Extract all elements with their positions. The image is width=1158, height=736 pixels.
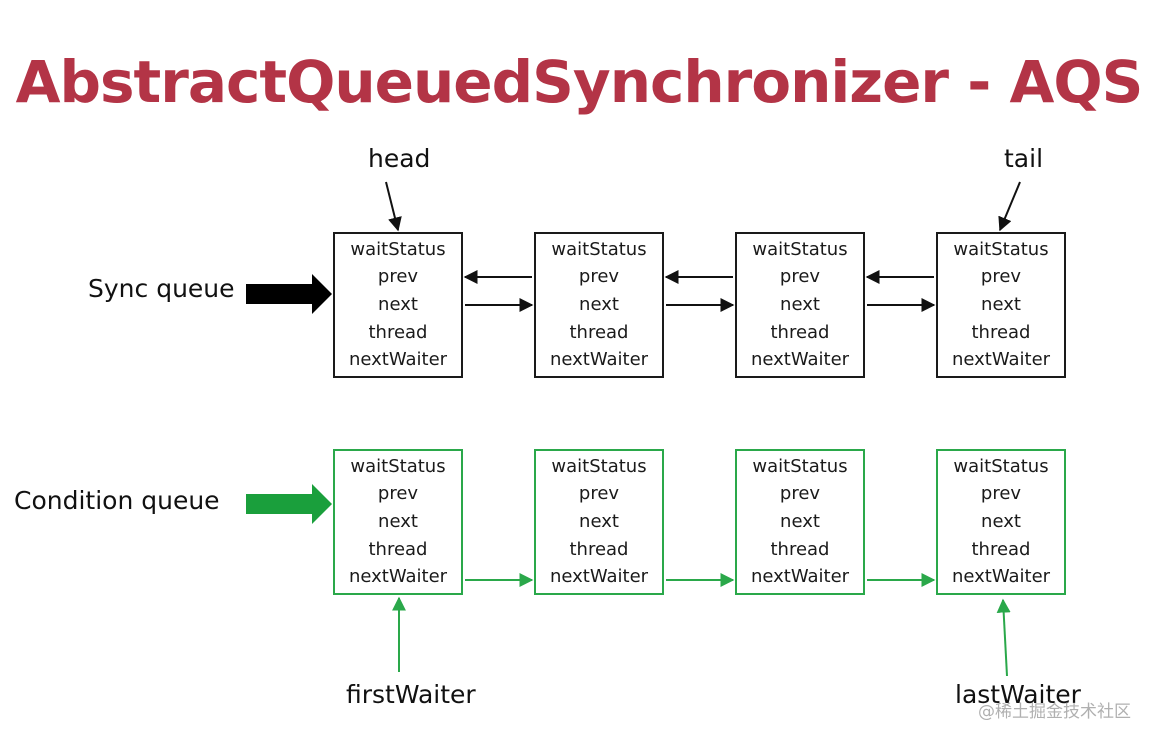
field-nextwaiter: nextWaiter [348, 349, 448, 371]
condition-node-3: waitStatus prev next thread nextWaiter [735, 449, 865, 595]
field-thread: thread [569, 321, 629, 343]
field-waitstatus: waitStatus [953, 455, 1049, 477]
field-prev: prev [779, 483, 821, 505]
field-thread: thread [368, 538, 428, 560]
field-nextwaiter: nextWaiter [951, 566, 1051, 588]
last-waiter-label: lastWaiter [955, 680, 1081, 709]
field-nextwaiter: nextWaiter [750, 566, 850, 588]
head-label: head [368, 144, 431, 173]
field-next: next [579, 510, 619, 532]
field-next: next [780, 293, 820, 315]
field-prev: prev [377, 266, 419, 288]
head-pointer-arrow [385, 181, 402, 232]
field-thread: thread [770, 538, 830, 560]
page-title: AbstractQueuedSynchronizer - AQS [15, 48, 1144, 116]
field-waitstatus: waitStatus [551, 238, 647, 260]
field-next: next [981, 510, 1021, 532]
watermark: @稀土掘金技术社区 [978, 702, 1131, 722]
condition-node-2: waitStatus prev next thread nextWaiter [534, 449, 664, 595]
field-nextwaiter: nextWaiter [549, 349, 649, 371]
field-waitstatus: waitStatus [350, 455, 446, 477]
condition-queue-label: Condition queue [14, 486, 220, 515]
field-nextwaiter: nextWaiter [549, 566, 649, 588]
field-waitstatus: waitStatus [953, 238, 1049, 260]
tail-pointer-arrow [998, 181, 1021, 232]
field-next: next [780, 510, 820, 532]
condition-node-1: waitStatus prev next thread nextWaiter [333, 449, 463, 595]
condition-queue-arrow [246, 484, 332, 524]
field-thread: thread [971, 321, 1031, 343]
sync-queue-arrow [246, 274, 332, 314]
field-prev: prev [578, 483, 620, 505]
field-prev: prev [578, 266, 620, 288]
field-nextwaiter: nextWaiter [750, 349, 850, 371]
sync-node-1: waitStatus prev next thread nextWaiter [333, 232, 463, 378]
field-waitstatus: waitStatus [350, 238, 446, 260]
sync-node-2: waitStatus prev next thread nextWaiter [534, 232, 664, 378]
field-nextwaiter: nextWaiter [348, 566, 448, 588]
field-waitstatus: waitStatus [752, 238, 848, 260]
field-waitstatus: waitStatus [752, 455, 848, 477]
condition-node-4: waitStatus prev next thread nextWaiter [936, 449, 1066, 595]
field-next: next [378, 510, 418, 532]
field-prev: prev [377, 483, 419, 505]
tail-label: tail [1004, 144, 1044, 173]
field-prev: prev [980, 483, 1022, 505]
sync-node-4: waitStatus prev next thread nextWaiter [936, 232, 1066, 378]
last-waiter-pointer-arrow [996, 598, 1011, 677]
field-prev: prev [779, 266, 821, 288]
field-thread: thread [971, 538, 1031, 560]
first-waiter-label: firstWaiter [346, 680, 476, 709]
field-next: next [378, 293, 418, 315]
field-thread: thread [368, 321, 428, 343]
sync-node-3: waitStatus prev next thread nextWaiter [735, 232, 865, 378]
field-prev: prev [980, 266, 1022, 288]
field-waitstatus: waitStatus [551, 455, 647, 477]
field-thread: thread [770, 321, 830, 343]
field-thread: thread [569, 538, 629, 560]
sync-queue-label: Sync queue [88, 274, 235, 303]
field-next: next [579, 293, 619, 315]
field-nextwaiter: nextWaiter [951, 349, 1051, 371]
field-next: next [981, 293, 1021, 315]
